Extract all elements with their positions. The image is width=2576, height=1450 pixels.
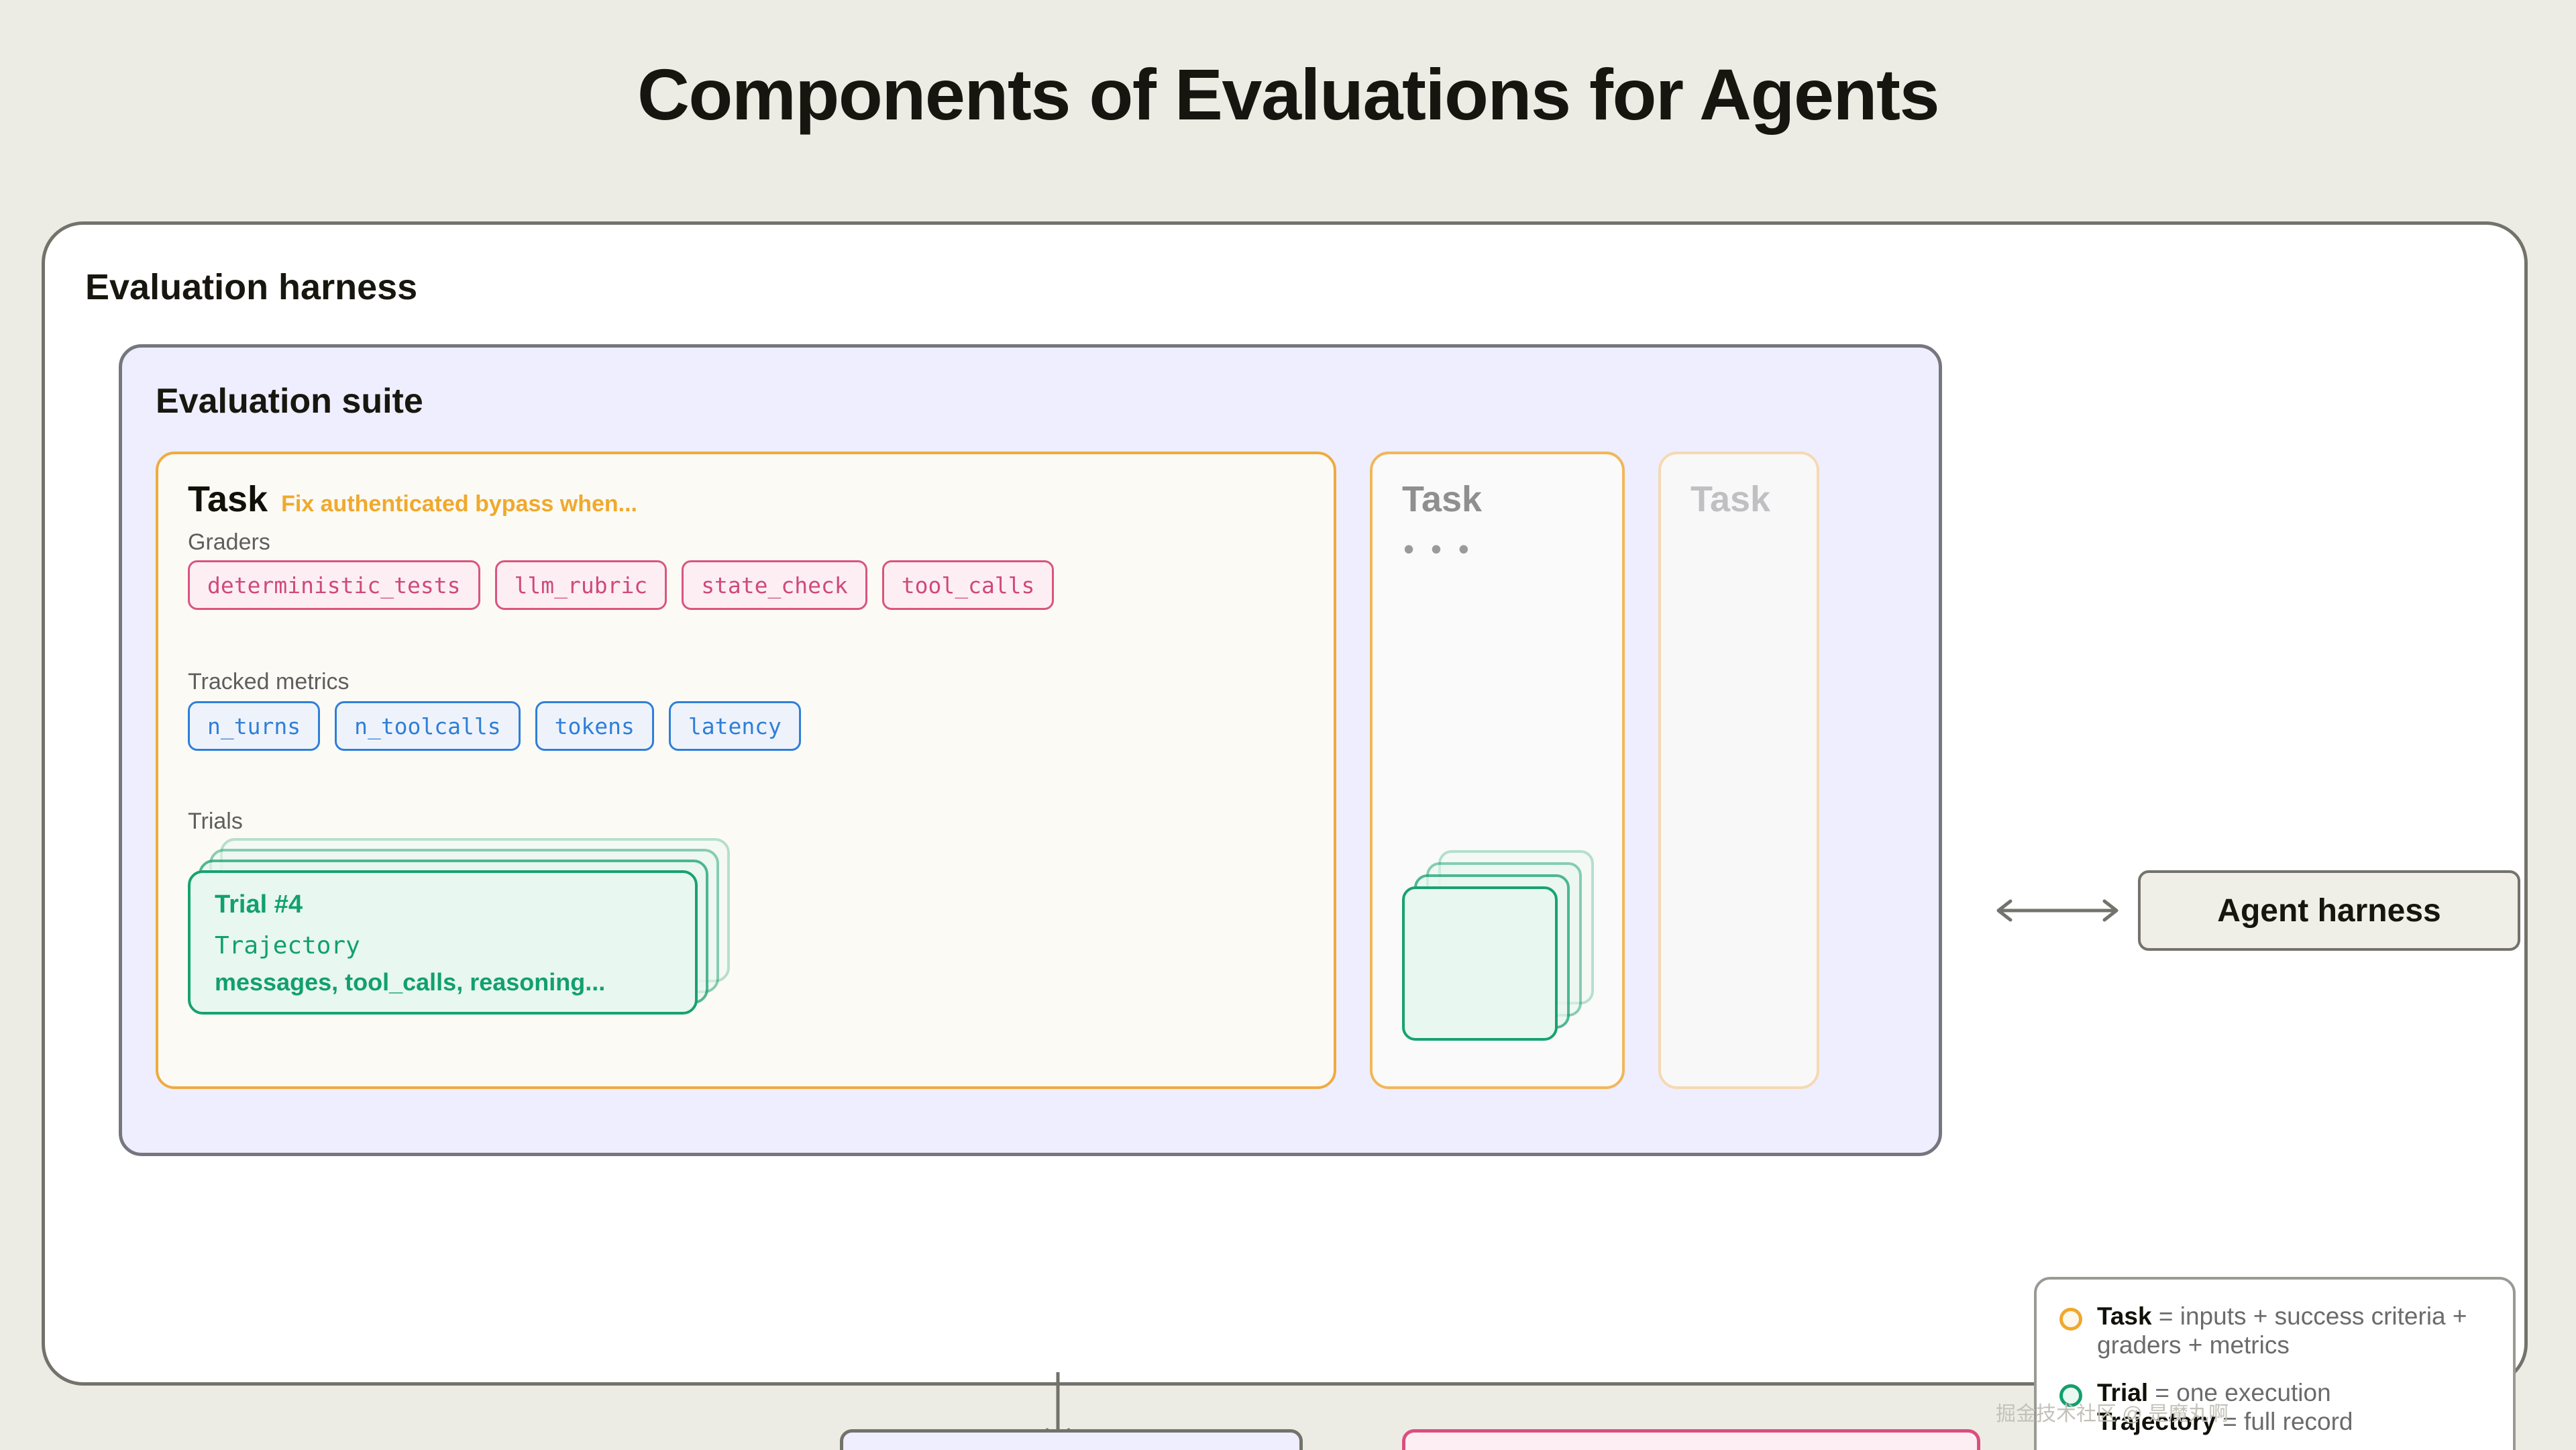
agent-harness-label: Agent harness — [2217, 892, 2441, 929]
task-ellipsis: • • • — [1403, 531, 1473, 566]
legend-term-task: Task — [2097, 1302, 2152, 1330]
task-title: Task — [188, 479, 268, 519]
legend-term-trajectory: Trajectory — [2097, 1407, 2216, 1435]
task-header-tertiary: Task — [1690, 478, 1770, 520]
task-title-tertiary: Task — [1690, 479, 1771, 519]
legend-desc-trajectory: = full record — [2215, 1407, 2353, 1435]
trajectory-label: Trajectory — [215, 932, 360, 960]
task-card-secondary[interactable]: Task • • • — [1370, 452, 1625, 1089]
metrics-chip-row: n_turns n_toolcalls tokens latency — [188, 701, 801, 751]
evaluation-harness-label: Evaluation harness — [85, 267, 418, 307]
graders-section-label: Graders — [188, 529, 270, 555]
legend-item-task: Task = inputs + success criteria + grade… — [2059, 1302, 2493, 1360]
task-card-primary[interactable]: Task Fix authenticated bypass when... Gr… — [156, 452, 1336, 1089]
watermark: 掘金技术社区 @ 是魔丸啊 — [1996, 1403, 2229, 1425]
task-card-tertiary[interactable]: Task — [1658, 452, 1819, 1089]
graders-chip-row: deterministic_tests llm_rubric state_che… — [188, 560, 1055, 610]
grader-chip-tool-calls[interactable]: tool_calls — [881, 560, 1055, 610]
bidirectional-arrow-icon — [1996, 899, 2118, 922]
legend-box: Task = inputs + success criteria + grade… — [2034, 1277, 2516, 1450]
metric-chip-latency[interactable]: latency — [668, 701, 801, 751]
metrics-section-label: Tracked metrics — [188, 669, 350, 694]
legend-dot-task-icon — [2059, 1308, 2082, 1331]
task-header-secondary: Task — [1402, 478, 1482, 520]
task-subtitle: Fix authenticated bypass when... — [281, 491, 637, 517]
legend-dot-trial-icon — [2059, 1384, 2082, 1407]
outcome-box[interactable]: Outcome Final environment state — [840, 1429, 1303, 1450]
legend-term-trial: Trial — [2097, 1378, 2149, 1406]
trials-section-label: Trials — [188, 809, 243, 834]
metric-chip-n-turns[interactable]: n_turns — [188, 701, 321, 751]
grader-chip-deterministic-tests[interactable]: deterministic_tests — [188, 560, 480, 610]
agent-harness-box[interactable]: Agent harness — [2138, 870, 2520, 951]
grader-evaluate-box[interactable]: Grader evaluate Trajectory + outcome → s… — [1402, 1429, 1980, 1450]
task-header: Task Fix authenticated bypass when... — [188, 478, 637, 520]
legend-text-task: Task = inputs + success criteria + grade… — [2097, 1302, 2493, 1360]
trial-card-front[interactable] — [1402, 886, 1558, 1041]
metric-chip-tokens[interactable]: tokens — [535, 701, 654, 751]
grader-chip-state-check[interactable]: state_check — [682, 560, 867, 610]
evaluation-harness-container: Evaluation harness Evaluation suite Task… — [42, 221, 2528, 1450]
trial-stack-secondary[interactable] — [1402, 850, 1603, 1045]
evaluation-suite-container: Evaluation suite Task Fix authenticated … — [119, 344, 1942, 1156]
trial-stack[interactable]: Trial #4 Trajectory messages, tool_calls… — [188, 838, 745, 1019]
trial-title: Trial #4 — [215, 890, 303, 919]
grader-chip-llm-rubric[interactable]: llm_rubric — [494, 560, 667, 610]
evaluation-suite-label: Evaluation suite — [156, 382, 423, 421]
trial-card-front[interactable]: Trial #4 Trajectory messages, tool_calls… — [188, 870, 698, 1015]
legend-desc-trial: = one execution — [2148, 1378, 2331, 1406]
task-title-secondary: Task — [1402, 479, 1483, 519]
legend-desc-task: = inputs + success criteria + graders + … — [2097, 1302, 2467, 1359]
page-title: Components of Evaluations for Agents — [637, 54, 1940, 135]
trajectory-fields: messages, tool_calls, reasoning... — [215, 968, 606, 996]
metric-chip-n-toolcalls[interactable]: n_toolcalls — [335, 701, 521, 751]
